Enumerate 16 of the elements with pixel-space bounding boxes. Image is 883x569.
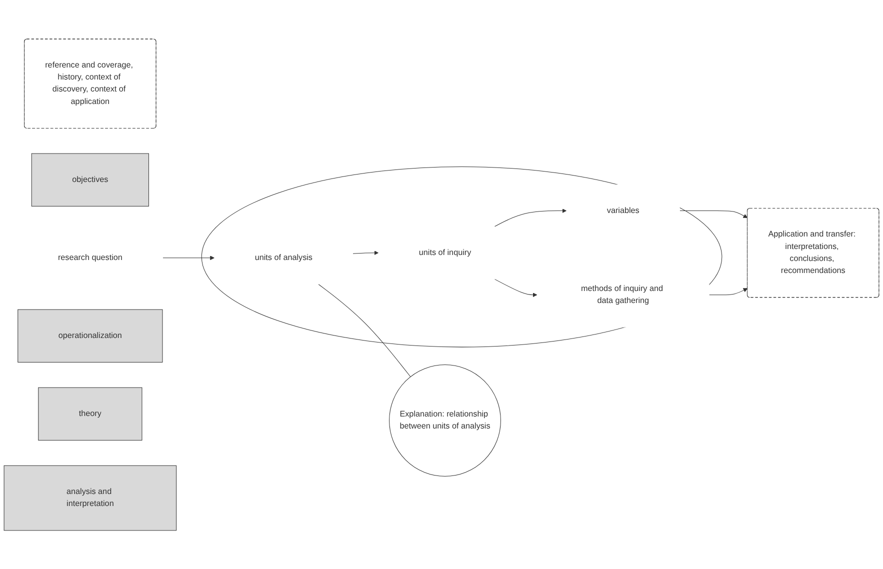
cluster [201, 166, 722, 348]
arrow [494, 208, 567, 226]
arrow [680, 210, 748, 218]
node-text: units of analysis [254, 253, 312, 262]
arrow [708, 288, 748, 295]
node-box: analysis and interpretation [4, 465, 177, 530]
arrow [352, 250, 379, 255]
node-box: theory [38, 387, 142, 440]
node-text: units of inquiry [418, 248, 472, 257]
arrow [494, 278, 538, 297]
node-box: operationalization [18, 309, 163, 362]
node-box: objectives [31, 153, 149, 206]
node-circle: Explanation: relationship between units of analysis [389, 364, 501, 476]
node-text: research question [58, 253, 122, 262]
connector [318, 284, 411, 377]
arrow [162, 255, 214, 260]
